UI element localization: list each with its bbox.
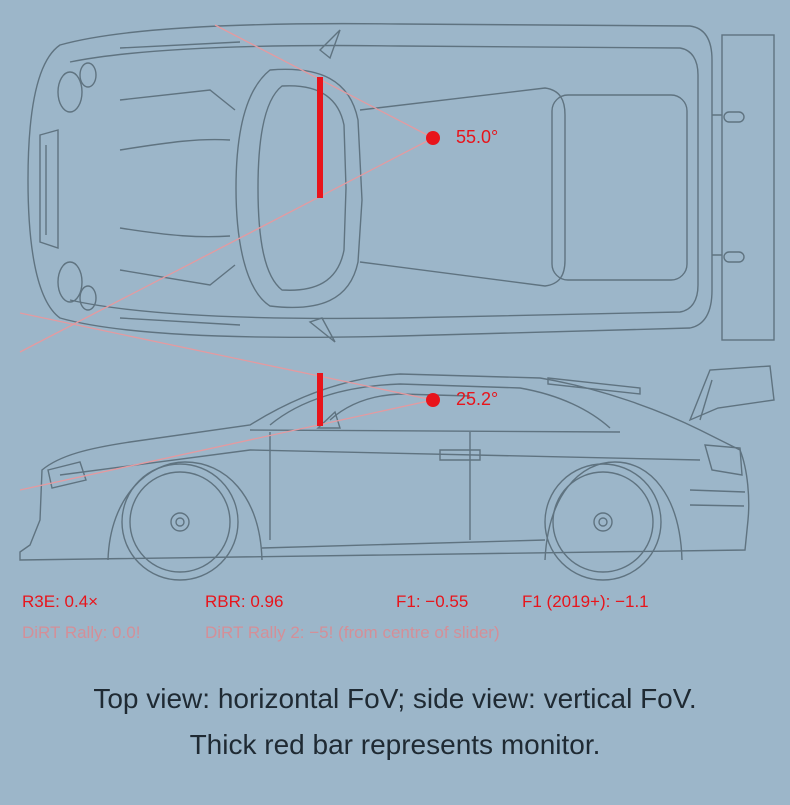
setting-dirt-rally: DiRT Rally: 0.0! — [22, 623, 141, 642]
caption-line-2: Thick red bar represents monitor. — [189, 729, 601, 760]
top-eye-point — [426, 131, 440, 145]
setting-dirt-rally-2: DiRT Rally 2: −5! (from centre of slider… — [205, 623, 500, 642]
setting-rbr: RBR: 0.96 — [205, 592, 284, 611]
sight-lines — [19, 24, 434, 491]
car-top-view — [27, 22, 775, 343]
top-lower-sight-line — [19, 137, 434, 353]
top-upper-sight-line — [214, 24, 434, 139]
setting-f1: F1: −0.55 — [396, 592, 469, 611]
side-eye-point — [426, 393, 440, 407]
side-fov-label: 25.2° — [456, 389, 499, 409]
side-lower-sight-line — [19, 399, 434, 491]
side-upper-sight-line — [19, 312, 434, 401]
top-fov-label: 55.0° — [456, 127, 499, 147]
car-side-view — [19, 365, 775, 581]
caption-line-1: Top view: horizontal FoV; side view: ver… — [93, 683, 697, 714]
setting-f1-2019: F1 (2019+): −1.1 — [522, 592, 649, 611]
setting-r3e: R3E: 0.4× — [22, 592, 99, 611]
